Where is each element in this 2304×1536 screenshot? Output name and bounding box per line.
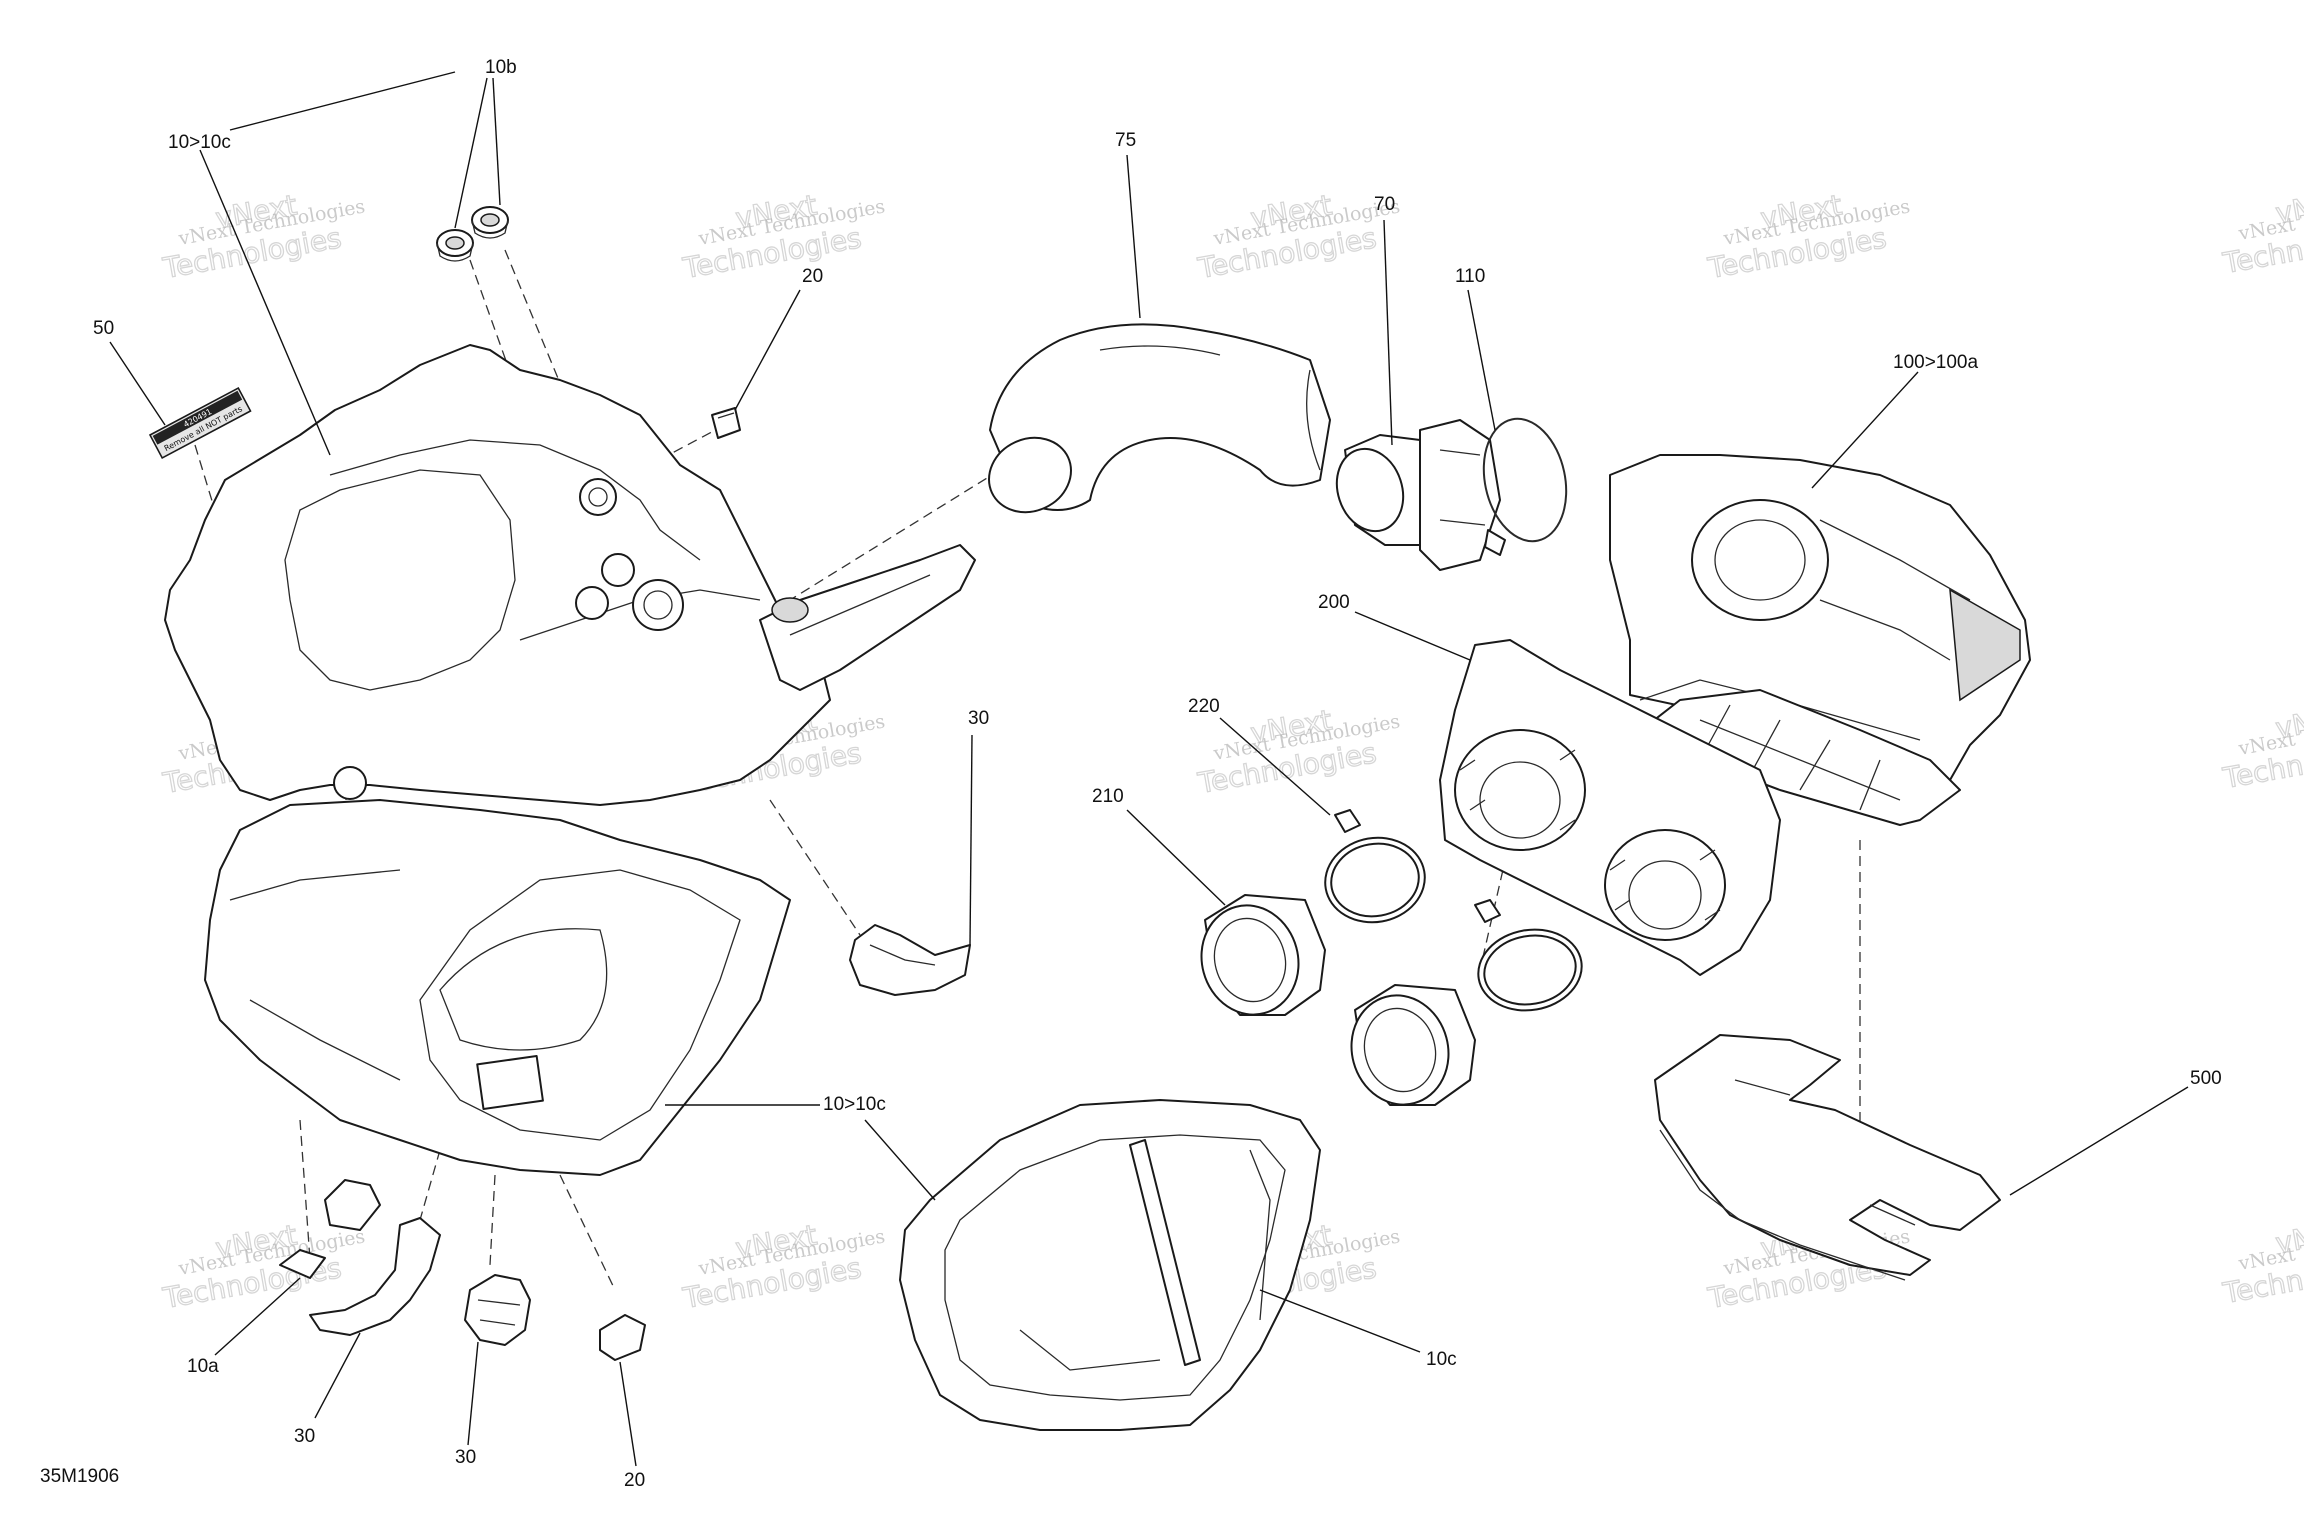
watermark: vNext vNext Technologies Technologies <box>2219 698 2304 796</box>
airbox-bowl-socket <box>476 1055 544 1110</box>
airbox-bowl-rim <box>419 869 741 1141</box>
cover-frame <box>899 1099 1321 1431</box>
callout-10-10c-mid: 10>10c <box>823 1094 886 1115</box>
clamp-220-upper <box>1324 836 1426 924</box>
airbox-boss-3 <box>575 586 609 620</box>
clamp-ring <box>1482 417 1568 543</box>
intake-hose-75 <box>988 323 1331 514</box>
watermark: vNext vNext Technologies Technologies <box>2219 183 2304 281</box>
bracket-30-left <box>309 1217 441 1336</box>
airbox-bowl-dome <box>439 928 608 1051</box>
watermark: vNext vNext Technologies Technologies <box>679 188 886 286</box>
filter-inlet-ring <box>1691 499 1829 621</box>
callout-30-center: 30 <box>455 1447 476 1468</box>
adapter-70 <box>1335 419 1501 571</box>
filter-plate-200 <box>1439 639 1781 976</box>
clip-10a-upper <box>324 1179 381 1231</box>
callout-70: 70 <box>1374 194 1395 215</box>
airbox-ring <box>333 766 367 800</box>
airbox-window-left <box>284 469 516 691</box>
callout-10b: 10b <box>485 57 517 78</box>
airbox-arm-boss <box>771 597 809 623</box>
callout-10-10c-top: 10>10c <box>168 132 231 153</box>
airbox-boss-2 <box>601 553 635 587</box>
callout-30-mid: 30 <box>968 708 989 729</box>
watermark: vNext vNext Technologies Technologies <box>1194 188 1401 286</box>
airbox-right-arm <box>759 544 976 691</box>
callout-20-top: 20 <box>802 266 823 287</box>
watermark: vNext vNext Technologies Technologies <box>1704 188 1911 286</box>
clip-10a <box>279 1249 326 1279</box>
clip-20-bottom <box>599 1314 646 1361</box>
bracket-30-center <box>464 1274 531 1346</box>
hose-end-left <box>988 436 1072 514</box>
callout-30-left: 30 <box>294 1426 315 1447</box>
airbox-lower-bowl <box>204 799 791 1176</box>
callout-50: 50 <box>93 318 114 339</box>
callout-75: 75 <box>1115 130 1136 151</box>
clamp-220 <box>1324 809 1583 1012</box>
leader-lines <box>109 71 2189 1467</box>
filter-housing-100 <box>1609 454 2031 826</box>
small-parts-bottom <box>279 1179 646 1361</box>
airbox-port <box>632 579 684 631</box>
drawing-id: 35M1906 <box>40 1466 119 1487</box>
bracket-30-mid <box>849 924 971 996</box>
airbox-cover-10c <box>899 1099 1321 1431</box>
watermark: vNext vNext Technologies Technologies <box>1194 703 1401 801</box>
airbox-upper-frame <box>164 344 831 806</box>
sticker-50: 420491 Remove all NOT parts <box>148 386 252 460</box>
adapter-inlet <box>1335 447 1405 533</box>
callout-210: 210 <box>1092 786 1124 807</box>
airbox-port-inner <box>643 590 673 620</box>
callout-10c: 10c <box>1426 1349 1457 1370</box>
hose-body <box>989 323 1331 511</box>
cover-inner-frame <box>944 1134 1286 1401</box>
clip-20-top <box>711 407 741 439</box>
callout-220: 220 <box>1188 696 1220 717</box>
callout-20-bottom: 20 <box>624 1470 645 1491</box>
clamp-220-lower <box>1477 928 1583 1012</box>
callout-200: 200 <box>1318 592 1350 613</box>
callout-110: 110 <box>1455 266 1485 287</box>
callout-100-100a: 100>100a <box>1893 352 1978 373</box>
airbox-boss-1-inner <box>588 487 608 507</box>
clamp-110 <box>1482 417 1568 556</box>
plate-socket-1 <box>1454 729 1586 851</box>
base-plate-500 <box>1654 1034 2001 1281</box>
callout-10a: 10a <box>187 1356 219 1377</box>
base-plate <box>1654 1034 2001 1276</box>
coupling-210 <box>1200 894 1476 1106</box>
airbox-boss-1 <box>579 478 617 516</box>
watermark: vNext vNext Technologies Technologies <box>679 1218 886 1316</box>
callout-500: 500 <box>2190 1068 2222 1089</box>
grommets-10b <box>436 206 509 262</box>
airbox-inner-ridge <box>329 439 701 561</box>
watermark: vNext vNext Technologies Technologies <box>2219 1213 2304 1311</box>
cover-crossbar <box>1129 1139 1201 1366</box>
airbox-housing <box>164 344 976 1176</box>
callout-labels: 10b 10>10c 50 20 75 70 110 100>100a 200 … <box>93 57 2222 1491</box>
watermark: vNext vNext Technologies Technologies <box>159 188 366 286</box>
plate-socket-2 <box>1604 829 1726 941</box>
